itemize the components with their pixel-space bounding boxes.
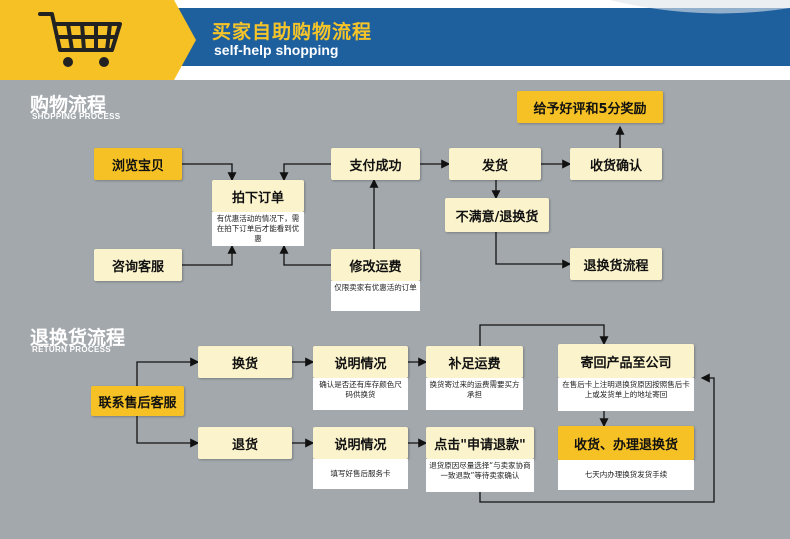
return-process-box: 退换货流程 (570, 248, 662, 280)
send-back-box: 寄回产品至公司 (558, 344, 694, 378)
ship-box: 发货 (449, 148, 541, 180)
return-section-subtitle: RETURN PROCESS (32, 345, 111, 354)
place-order-box: 拍下订单 (212, 180, 304, 212)
apply-refund-box: 点击"申请退款" (426, 427, 534, 459)
apply-refund-note: 退货原因尽量选择“与卖家协商一致退款”等待卖家确认 (426, 459, 534, 492)
reward-box: 给予好评和5分奖励 (517, 91, 663, 123)
supplement-shipping-note: 换货寄过来的运费需要买方承担 (426, 378, 523, 410)
return-section-title: 退换货流程 (30, 327, 126, 349)
payment-success-box: 支付成功 (331, 148, 420, 180)
place-order-note: 有优惠活动的情况下，需在拍下订单后才能看到优惠 (212, 212, 304, 246)
confirm-receipt-box: 收货确认 (570, 148, 662, 180)
explain-exchange-note: 确认是否还有库存颜色尺码供换货 (313, 378, 408, 410)
browse-items-box: 浏览宝贝 (94, 148, 182, 180)
supplement-shipping-box: 补足运费 (426, 346, 523, 378)
explain-refund-note: 填写好售后服务卡 (313, 459, 408, 489)
contact-aftersales-box: 联系售后客服 (91, 386, 184, 416)
page-title: 买家自助购物流程 (212, 21, 373, 43)
explain-refund-box: 说明情况 (313, 427, 408, 459)
unsatisfied-box: 不满意/退换货 (445, 198, 549, 232)
receive-process-note: 七天内办理换货发货手续 (558, 460, 694, 490)
consult-service-box: 咨询客服 (94, 249, 182, 281)
modify-shipping-note: 仅限卖家有优惠活的订单 (331, 281, 420, 311)
page-subtitle: self-help shopping (214, 42, 339, 58)
refund-box: 退货 (198, 427, 292, 459)
header-ribbon (0, 0, 790, 80)
exchange-box: 换货 (198, 346, 292, 378)
shopping-section-subtitle: SHOPPING PROCESS (32, 112, 121, 121)
explain-exchange-box: 说明情况 (313, 346, 408, 378)
receive-process-box: 收货、办理退换货 (558, 426, 694, 460)
shopping-cart-icon (38, 12, 122, 67)
modify-shipping-box: 修改运费 (331, 249, 420, 281)
shopping-section-title: 购物流程 (30, 94, 107, 116)
send-back-note: 在售后卡上注明退换货原因按照售后卡上或发货单上的地址寄回 (558, 378, 694, 411)
